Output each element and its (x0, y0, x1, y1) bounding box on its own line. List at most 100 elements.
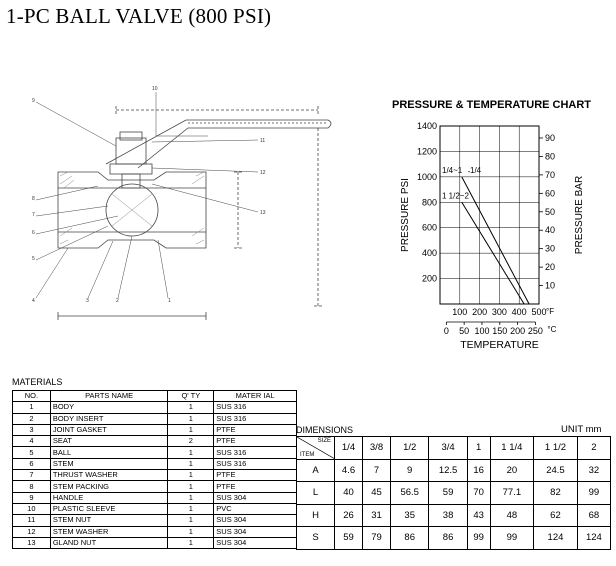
y-tick-label: 600 (422, 223, 437, 233)
part-name: GLAND NUT (49, 536, 169, 550)
part-no: 6 (12, 457, 51, 471)
col-parts-name: PARTS NAME (49, 389, 169, 403)
y2-tick-label: 80 (545, 151, 555, 161)
chart-title: PRESSURE & TEMPERATURE CHART (392, 99, 592, 111)
valve-drawing: 9 8 7 6 5 4 3 2 1 10 11 12 13 (32, 86, 332, 320)
dimension-item: H (296, 503, 335, 527)
dimension-item: A (296, 458, 335, 482)
part-no: 13 (12, 536, 51, 550)
size-header: 3/4 (428, 436, 468, 460)
col-qty: Q' TY (167, 389, 215, 403)
dimension-value: 7 (362, 458, 391, 482)
page-title: 1-PC BALL VALVE (800 PSI) (6, 4, 272, 28)
dimension-value: 31 (362, 503, 391, 527)
part-no: 9 (12, 491, 51, 504)
dimension-value: 45 (362, 481, 391, 505)
size-header: 1/4 (334, 436, 363, 460)
callout-13: 13 (260, 210, 266, 216)
part-material: SUS 304 (213, 491, 297, 504)
size-item-corner: SIZE ITEM (296, 436, 335, 460)
dimension-value: 62 (533, 503, 578, 527)
x-tick-label-c: 0 (444, 326, 449, 336)
x-tick-label-c: 50 (459, 326, 469, 336)
dimension-value: 16 (466, 458, 491, 482)
part-no: 4 (12, 435, 51, 448)
dimension-value: 38 (428, 503, 468, 527)
dimension-value: 12.5 (428, 458, 468, 482)
callout-12: 12 (260, 170, 266, 176)
dimension-item: S (296, 526, 335, 550)
part-qty: 1 (167, 502, 215, 516)
part-name: STEM (49, 457, 169, 471)
size-header: 2 (576, 436, 612, 460)
materials-header-row: NO. PARTS NAME Q' TY MATER IAL (12, 389, 297, 403)
series-line (461, 202, 525, 305)
y-tick-label: 1200 (417, 146, 437, 156)
part-name: STEM PACKING (49, 480, 169, 493)
part-no: 3 (12, 423, 51, 437)
corner-size-label: SIZE (317, 438, 331, 444)
size-header: 1 (466, 436, 491, 460)
dimensions-unit: UNIT mm (561, 424, 602, 435)
y2-tick-label: 30 (545, 244, 555, 254)
y2-axis-label: PRESSURE BAR (574, 176, 585, 254)
callout-8: 8 (32, 196, 35, 202)
callout-1: 1 (168, 298, 171, 304)
x-tick-label-f: 500 (531, 307, 546, 317)
x-tick-label-f: 400 (512, 307, 527, 317)
dimension-value: 86 (389, 526, 430, 550)
callout-5: 5 (32, 256, 35, 262)
part-qty: 1 (167, 491, 215, 504)
part-name: THRUST WASHER (49, 469, 169, 482)
part-no: 11 (12, 514, 51, 527)
x-tick-label-f: 300 (492, 307, 507, 317)
x-tick-label-c: 200 (510, 326, 525, 336)
series-label: 1/4 (470, 166, 482, 175)
y2-tick-label: 60 (545, 188, 555, 198)
series-label: 1/4~1 (442, 166, 463, 175)
part-name: SEAT (49, 435, 169, 448)
dimension-value: 124 (576, 526, 612, 550)
dimension-value: 82 (533, 481, 578, 505)
y-tick-label: 1400 (417, 121, 437, 131)
col-material: MATER IAL (213, 389, 297, 403)
dimension-value: 86 (428, 526, 468, 550)
size-header: 1 1/4 (489, 436, 535, 460)
size-header: 1 1/2 (533, 436, 578, 460)
dimension-value: 77.1 (489, 481, 535, 505)
y-tick-label: 1000 (417, 172, 437, 182)
part-qty: 2 (167, 435, 215, 448)
dimension-value: 99 (489, 526, 535, 550)
y2-tick-label: 40 (545, 225, 555, 235)
x-tick-label-f: 100 (452, 307, 467, 317)
part-material: SUS 316 (213, 457, 297, 471)
dimension-value: 59 (428, 481, 468, 505)
callout-11: 11 (260, 138, 265, 144)
y-tick-label: 800 (422, 197, 437, 207)
callout-7: 7 (32, 212, 35, 218)
part-no: 10 (12, 502, 51, 516)
x-unit-f: °F (546, 307, 554, 316)
part-material: SUS 304 (213, 514, 297, 527)
part-material: SUS 304 (213, 525, 297, 538)
part-material: PTFE (213, 435, 297, 448)
part-name: JOINT GASKET (49, 423, 169, 437)
x-tick-label-f: 200 (472, 307, 487, 317)
dimension-value: 99 (466, 526, 491, 550)
part-no: 1 (12, 401, 51, 414)
part-name: STEM NUT (49, 514, 169, 527)
part-no: 8 (12, 480, 51, 493)
part-name: HANDLE (49, 491, 169, 504)
dimensions-heading: DIMENSIONS (296, 425, 354, 435)
